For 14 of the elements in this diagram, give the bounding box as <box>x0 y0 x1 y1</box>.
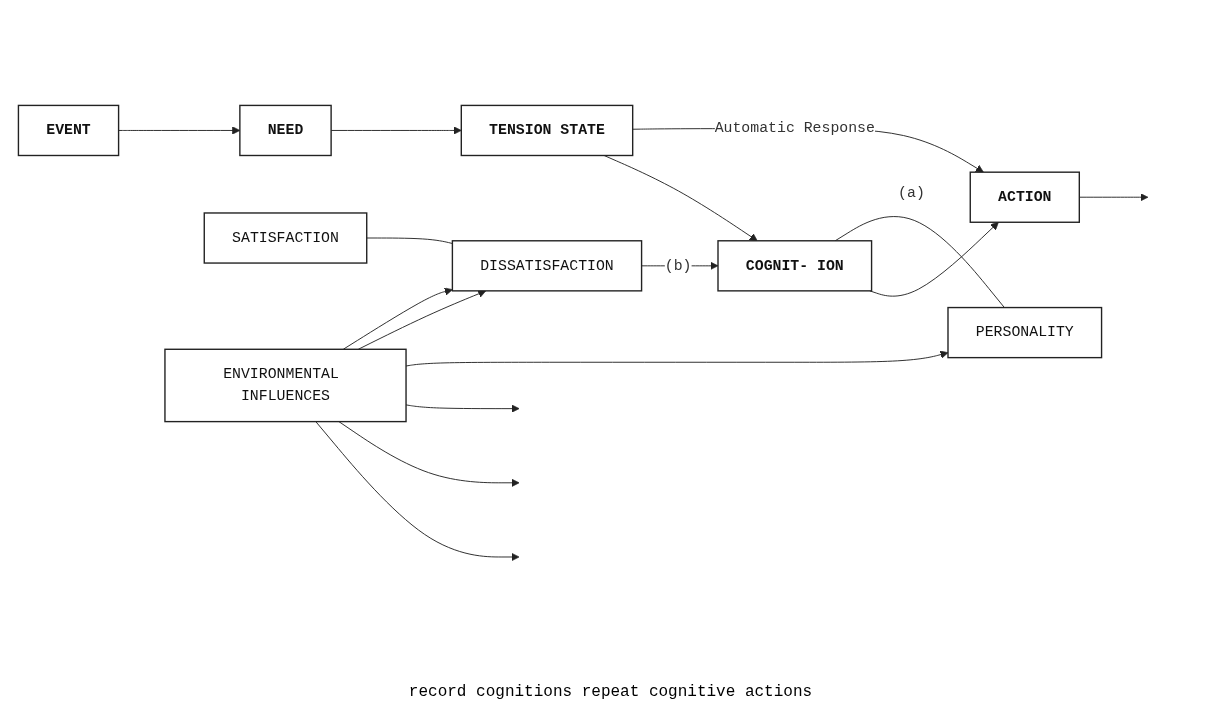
node-box: SATISFACTION <box>203 212 367 265</box>
node-box: TENSION STATE <box>460 105 633 157</box>
node-box: COGNIT- ION <box>716 240 872 292</box>
edge-label: (b) <box>664 257 691 275</box>
node-box: NEED <box>238 105 332 157</box>
edge-label: (a) <box>897 185 925 203</box>
edge-label: Automatic Response <box>714 120 875 138</box>
node-box: ENVIRONMENTAL INFLUENCES <box>163 348 407 423</box>
node-box: PERSONALITY <box>946 307 1102 359</box>
connector <box>834 216 1005 309</box>
note-text: record cognitions repeat cognitive actions <box>408 683 813 701</box>
node-box: EVENT <box>17 105 119 157</box>
node-box: DISSATISFACTION <box>451 240 642 292</box>
node-box: ACTION <box>969 171 1080 224</box>
